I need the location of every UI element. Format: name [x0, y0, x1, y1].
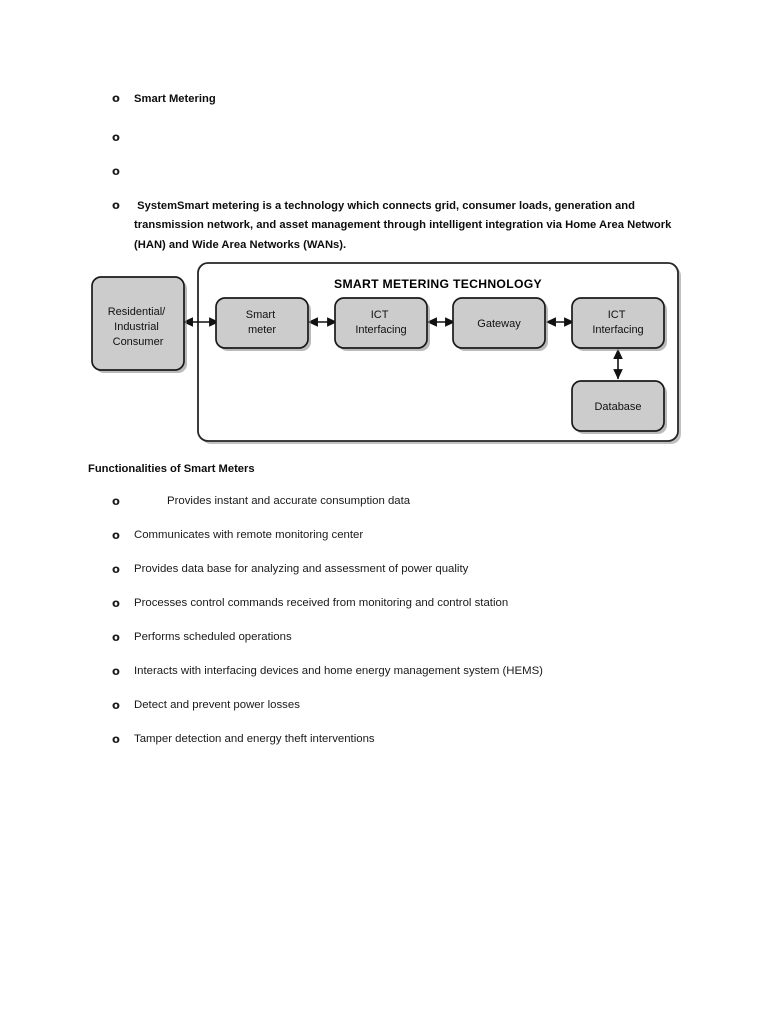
list-item: o Performs scheduled operations: [112, 629, 692, 645]
bullet-ring-icon: o: [112, 732, 120, 746]
list-item-text: Smart Metering: [134, 93, 216, 105]
list-item: o Interacts with interfacing devices and…: [112, 663, 692, 679]
list-item-text: Communicates with remote monitoring cent…: [134, 529, 364, 541]
list-item-text: Tamper detection and energy theft interv…: [134, 733, 375, 745]
list-item: o SystemSmart metering is a technology w…: [112, 197, 672, 256]
bullet-ring-icon: o: [112, 698, 120, 712]
list-item: o Smart Metering: [112, 90, 672, 110]
list-item: o: [112, 163, 672, 179]
node-ict-2-label: ICT Interfacing: [592, 309, 643, 336]
list-item-text: Detect and prevent power losses: [134, 699, 300, 711]
bullet-ring-icon: o: [112, 197, 120, 212]
smart-metering-technology-diagram: SMART METERING TECHNOLOGY Residential/ I…: [88, 258, 688, 450]
bullet-ring-icon: o: [112, 129, 120, 144]
bullet-ring-icon: o: [112, 91, 120, 105]
list-item: o Provides instant and accurate consumpt…: [112, 493, 692, 509]
bullet-ring-icon: o: [112, 664, 120, 678]
bullet-ring-icon: o: [112, 562, 120, 576]
node-ict-2: [571, 297, 665, 349]
diagram-container: [197, 262, 679, 442]
list-item: o Tamper detection and energy theft inte…: [112, 731, 692, 747]
list-item-text: Processes control commands received from…: [134, 597, 509, 609]
bullet-ring-icon: o: [112, 630, 120, 644]
node-gateway-label: Gateway: [477, 318, 521, 330]
diagram-title: SMART METERING TECHNOLOGY: [334, 277, 542, 291]
list-item: o: [112, 129, 672, 145]
list-item-text: Interacts with interfacing devices and h…: [134, 665, 543, 677]
bullet-ring-icon: o: [112, 163, 120, 178]
list-item: o Detect and prevent power losses: [112, 697, 692, 713]
intro-bullet-list: o Smart Metering o o o SystemSmart meter…: [112, 90, 672, 274]
node-smart-meter: [215, 297, 309, 349]
node-smart-meter-label: Smart meter: [246, 309, 278, 336]
list-item: o Provides data base for analyzing and a…: [112, 561, 692, 577]
node-database: [571, 380, 665, 432]
node-gateway: [452, 297, 546, 349]
node-consumer: [91, 276, 185, 371]
list-item-text: Performs scheduled operations: [134, 631, 292, 643]
bullet-ring-icon: o: [112, 528, 120, 542]
bullet-ring-icon: o: [112, 596, 120, 610]
node-consumer-label: Residential/ Industrial Consumer: [108, 306, 169, 348]
list-item: o Processes control commands received fr…: [112, 595, 692, 611]
list-item-text: SystemSmart metering is a technology whi…: [134, 199, 675, 251]
node-database-label: Database: [594, 401, 641, 413]
node-ict-1: [334, 297, 428, 349]
list-item: o Communicates with remote monitoring ce…: [112, 527, 692, 543]
section-heading: Functionalities of Smart Meters: [88, 463, 255, 475]
list-item-text: Provides data base for analyzing and ass…: [134, 563, 469, 575]
node-ict-1-label: ICT Interfacing: [355, 309, 406, 336]
bullet-ring-icon: o: [112, 494, 120, 508]
functionalities-bullet-list: o Provides instant and accurate consumpt…: [112, 493, 692, 765]
list-item-text: Provides instant and accurate consumptio…: [167, 495, 411, 507]
